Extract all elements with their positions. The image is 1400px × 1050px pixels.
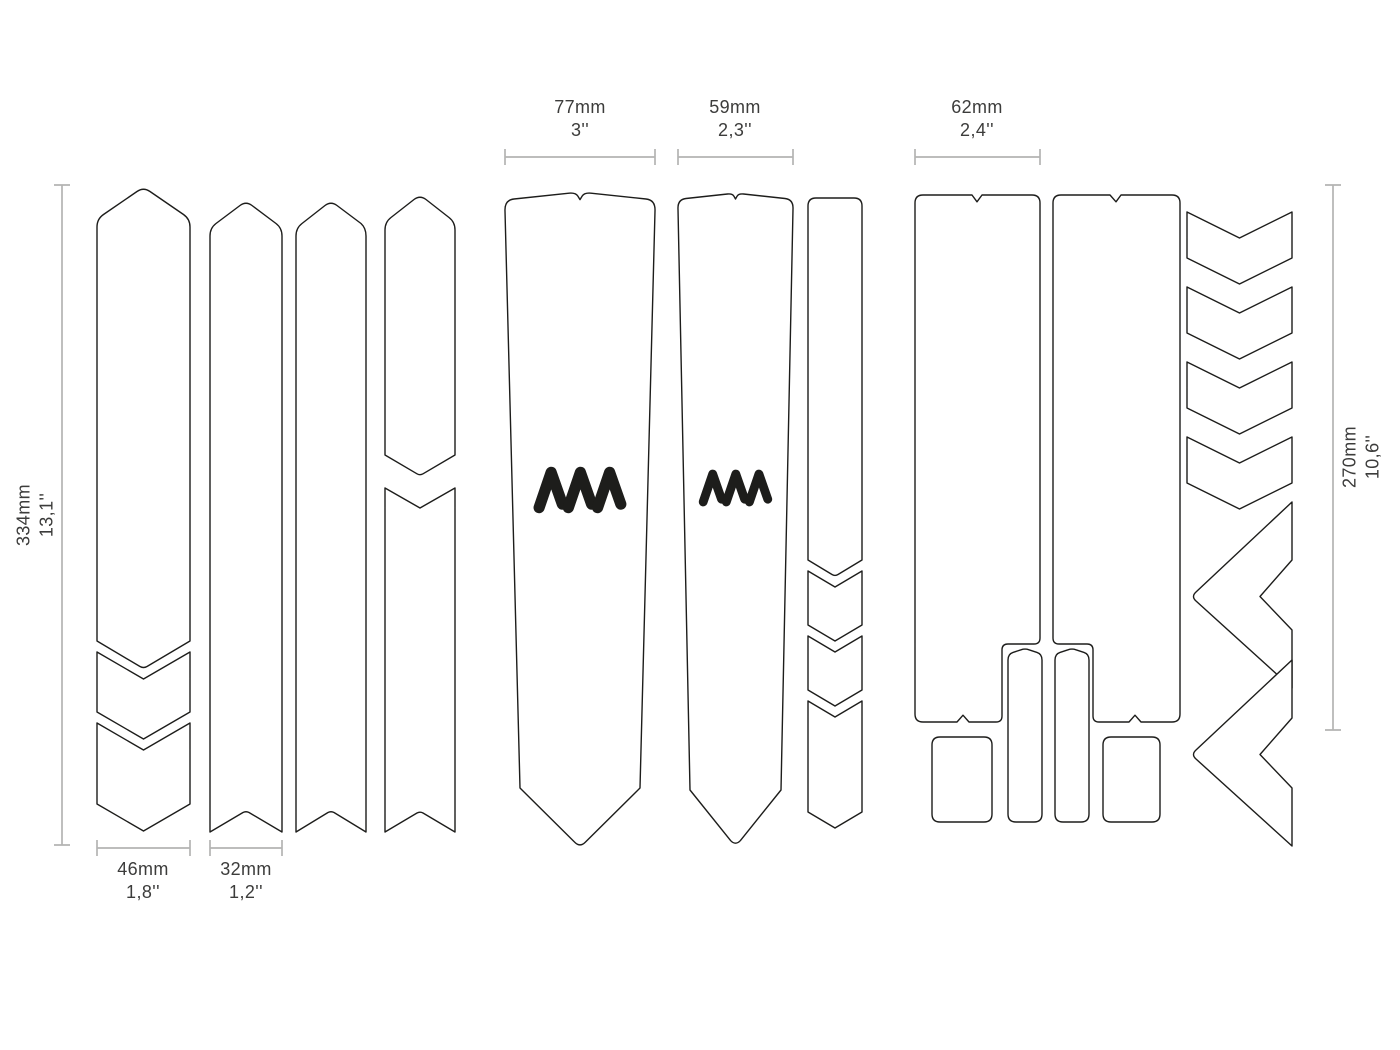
piece-big-chevron-1	[1192, 501, 1293, 689]
dim-inch: 1,2''	[229, 882, 263, 903]
piece-strip4-upper	[384, 196, 456, 476]
piece-strip7-chevron-2	[807, 635, 863, 707]
pieces-group	[96, 188, 1293, 847]
dim-label-334mm: 334mm 13,1''	[13, 484, 60, 546]
piece-strip1-main	[96, 188, 191, 669]
piece-strip4-lower	[384, 487, 456, 833]
dim-mm: 32mm	[220, 859, 272, 879]
dim-label-59mm: 59mm 2,3''	[709, 96, 761, 143]
dim-inch: 3''	[570, 120, 590, 141]
dim-label-77mm: 77mm 3''	[554, 96, 606, 143]
piece-chevron-right-3	[1186, 361, 1293, 435]
dimension-brackets	[54, 149, 1341, 856]
bracket-59mm	[677, 149, 794, 165]
piece-panel-left	[914, 194, 1041, 723]
piece-strip7-chevron-3	[807, 700, 863, 829]
dim-inch: 13,1''	[37, 492, 57, 538]
dim-mm: 77mm	[554, 97, 606, 117]
piece-small-rect-left	[931, 736, 993, 823]
dim-mm: 270mm	[1339, 425, 1360, 489]
bracket-77mm	[504, 149, 656, 165]
piece-strip3	[295, 202, 367, 833]
dim-inch: 2,3''	[718, 120, 752, 141]
piece-strip1-chevron-2	[96, 722, 191, 832]
piece-strip2	[209, 202, 283, 833]
dim-label-62mm: 62mm 2,4''	[951, 96, 1003, 143]
dim-inch: 10,6''	[1363, 434, 1383, 480]
piece-strip7-chevron-1	[807, 570, 863, 642]
dim-inch: 1,8''	[126, 882, 160, 903]
piece-chevron-right-4	[1186, 436, 1293, 510]
piece-chevron-right-1	[1186, 211, 1293, 285]
piece-small-rect-right	[1102, 736, 1161, 823]
piece-toptube-large	[504, 192, 656, 846]
piece-panel-right	[1052, 194, 1181, 723]
dim-mm: 59mm	[709, 97, 761, 117]
piece-narrow-strip-left	[1007, 648, 1043, 823]
dim-mm: 62mm	[951, 97, 1003, 117]
piece-toptube-medium	[677, 193, 794, 844]
bracket-32mm	[209, 840, 283, 856]
bracket-62mm	[914, 149, 1041, 165]
dim-label-32mm: 32mm 1,2''	[220, 858, 272, 905]
dim-inch: 2,4''	[960, 120, 994, 141]
dim-mm: 334mm	[13, 483, 34, 547]
piece-chevron-right-2	[1186, 286, 1293, 360]
dim-label-270mm: 270mm 10,6''	[1339, 426, 1386, 488]
bracket-270mm	[1325, 184, 1341, 731]
dim-label-46mm: 46mm 1,8''	[117, 858, 169, 905]
dim-mm: 46mm	[117, 859, 169, 879]
piece-big-chevron-2	[1192, 659, 1293, 847]
bracket-46mm	[96, 840, 191, 856]
bracket-334mm	[54, 184, 70, 846]
piece-strip7-main	[807, 197, 863, 577]
piece-strip1-chevron-1	[96, 651, 191, 740]
piece-narrow-strip-right	[1054, 648, 1090, 823]
